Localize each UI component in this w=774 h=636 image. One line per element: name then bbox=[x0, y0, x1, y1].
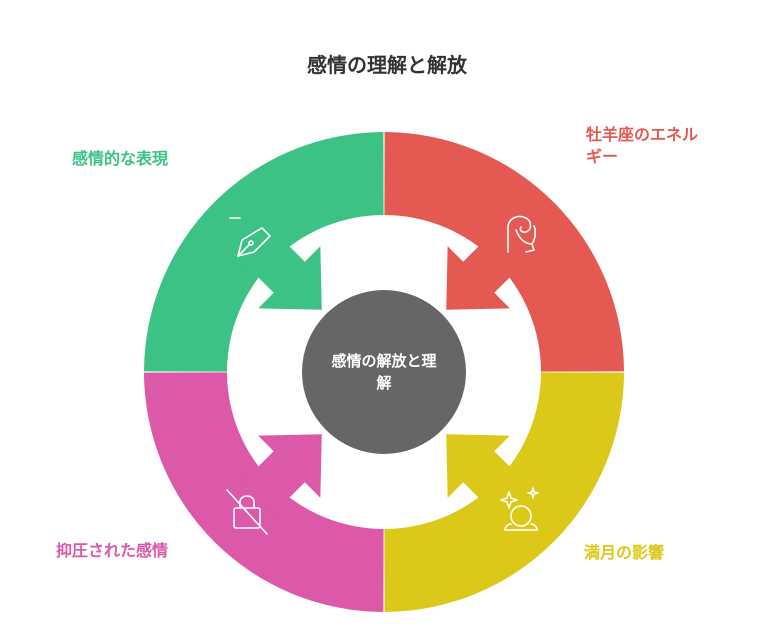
label-full-moon-influence: 満月の影響 bbox=[584, 543, 664, 562]
ram-icon bbox=[507, 215, 537, 253]
arrow-full-moon-to-center bbox=[446, 434, 526, 514]
label-aries-energy-line2: ギー bbox=[586, 147, 618, 166]
diagram-title: 感情の理解と解放 bbox=[307, 53, 468, 77]
label-aries-energy-line1: 牡羊座のエネル bbox=[586, 125, 698, 144]
arrow-expression-to-center bbox=[242, 230, 322, 310]
arrow-suppressed-to-center bbox=[242, 434, 322, 514]
label-emotional-expression: 感情的な表現 bbox=[72, 149, 168, 168]
center-text-line2: 解 bbox=[376, 374, 391, 392]
arrow-aries-to-center bbox=[446, 230, 526, 310]
label-aries-energy: 牡羊座のエネル ギー bbox=[586, 125, 698, 166]
pen-nib-icon bbox=[229, 217, 271, 257]
lock-off-icon bbox=[226, 489, 268, 535]
center-circle bbox=[302, 290, 466, 454]
center-text-line1: 感情の解放と理 bbox=[331, 352, 436, 370]
arrows bbox=[242, 230, 526, 514]
label-suppressed-emotions: 抑圧された感情 bbox=[56, 541, 168, 560]
crystal-ball-icon bbox=[500, 487, 539, 531]
